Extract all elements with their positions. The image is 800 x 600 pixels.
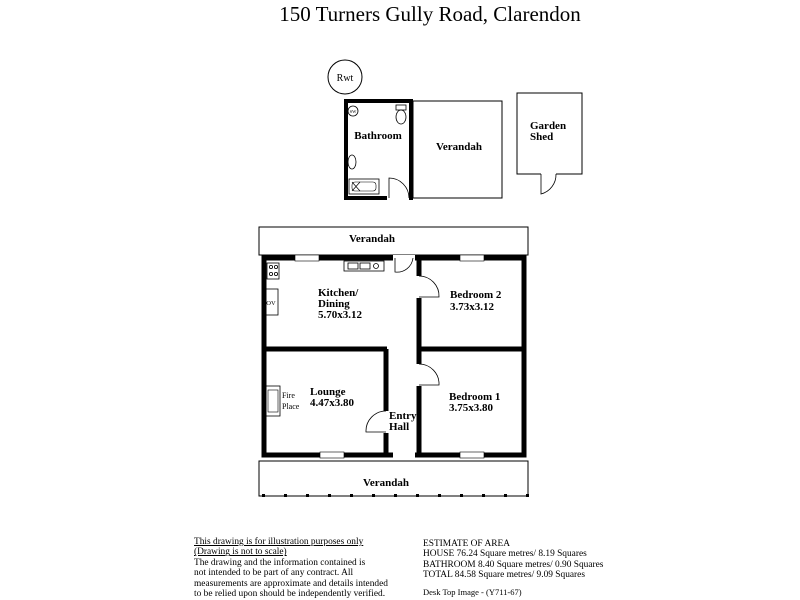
bedroom2-label: Bedroom 2	[450, 289, 502, 301]
bottom-verandah: Verandah	[258, 460, 529, 497]
bedroom2-door-icon	[418, 275, 440, 298]
verandah-post	[394, 494, 397, 497]
bedroom1-label: Bedroom 1	[449, 391, 500, 403]
cooktop-icon	[266, 262, 280, 280]
garden-shed-label-2: Shed	[530, 131, 553, 143]
verandah-post	[306, 494, 309, 497]
shed-door-icon	[540, 173, 557, 195]
sink-icon	[343, 260, 385, 272]
bedroom2-size: 3.73x3.12	[450, 301, 495, 313]
verandah-post	[372, 494, 375, 497]
estimate-heading: ESTIMATE OF AREA	[423, 539, 510, 549]
estimate-row-total: TOTAL 84.58 Square metres/ 9.09 Squares	[423, 570, 585, 581]
verandah-post	[504, 494, 507, 497]
bedroom1-door-icon	[418, 363, 440, 386]
bathroom-door-icon	[388, 177, 410, 199]
plan-title: 150 Turners Gully Road, Clarendon	[279, 2, 581, 26]
disclaimer-line: not intended to be part of any contract.…	[194, 568, 354, 579]
verandah-post	[328, 494, 331, 497]
verandah-post	[416, 494, 419, 497]
top-verandah-label: Verandah	[349, 233, 395, 245]
fireplace-label-2: Place	[282, 402, 300, 411]
window	[459, 451, 485, 459]
estimate-row-bathroom: BATHROOM 8.40 Square metres/ 0.90 Square…	[423, 559, 604, 570]
area-estimate: ESTIMATE OF AREA HOUSE 76.24 Square metr…	[423, 539, 623, 581]
rainwater-tank: Rwt	[327, 59, 363, 95]
toilet-icon	[395, 104, 407, 125]
garden-shed-label-1: Garden	[530, 120, 566, 132]
disclaimer-line: to be relied upon should be independentl…	[194, 589, 386, 600]
verandah-post	[262, 494, 265, 497]
verandah-posts	[262, 494, 529, 497]
room-labels: Kitchen/ Dining 5.70x3.12 Bedroom 2 3.73…	[310, 287, 502, 433]
oven-label: OV	[266, 300, 276, 307]
disclaimer: This drawing is for illustration purpose…	[194, 537, 404, 599]
basin-icon	[347, 154, 357, 170]
disclaimer-line: The drawing and the information containe…	[194, 557, 366, 568]
entry-label-2: Hall	[389, 421, 409, 433]
bedroom1-size: 3.75x3.80	[449, 402, 494, 414]
back-door-icon	[394, 257, 414, 273]
verandah-post	[526, 494, 529, 497]
kitchen-label-1: Kitchen/	[318, 287, 359, 299]
fireplace-label-1: Fire	[282, 391, 295, 400]
bath-icon	[348, 178, 380, 195]
verandah-post	[460, 494, 463, 497]
lounge-size: 4.47x3.80	[310, 397, 355, 409]
oven-icon: OV	[263, 288, 279, 316]
disclaimer-scale-note: (Drawing is not to scale)	[194, 547, 287, 558]
bathroom-label: Bathroom	[354, 130, 401, 142]
kitchen-size: 5.70x3.12	[318, 309, 363, 321]
door-openings	[365, 255, 440, 458]
fireplace: Fire Place	[265, 385, 300, 417]
verandah-post	[284, 494, 287, 497]
kitchen-label-2: Dining	[318, 298, 350, 310]
top-verandah: Verandah	[258, 226, 529, 256]
estimate-row-house: HOUSE 76.24 Square metres/ 8.19 Squares	[423, 549, 587, 560]
shower-waste-icon	[347, 105, 359, 117]
rwt-label: Rwt	[337, 73, 354, 84]
lounge-label: Lounge	[310, 386, 346, 398]
bottom-verandah-label: Verandah	[363, 477, 409, 489]
window	[319, 451, 345, 459]
verandah-post	[482, 494, 485, 497]
image-reference: Desk Top Image - (Y711-67)	[423, 587, 522, 597]
rear-verandah: Verandah	[412, 100, 503, 199]
windows	[294, 254, 485, 459]
garden-shed: Garden Shed	[516, 92, 583, 195]
bathroom-block: SW Bathroom	[344, 99, 413, 202]
entry-label-1: Entry	[389, 410, 417, 422]
verandah-post	[350, 494, 353, 497]
disclaimer-line: measurements are approximate and details…	[194, 578, 388, 589]
rear-verandah-label: Verandah	[436, 141, 482, 153]
kitchen-fixtures: OV	[263, 260, 385, 316]
window	[294, 254, 320, 262]
shower-waste-label: SW	[350, 109, 358, 114]
verandah-post	[438, 494, 441, 497]
disclaimer-heading: This drawing is for illustration purpose…	[194, 537, 364, 547]
lounge-door-icon	[365, 410, 387, 433]
window	[459, 254, 485, 262]
